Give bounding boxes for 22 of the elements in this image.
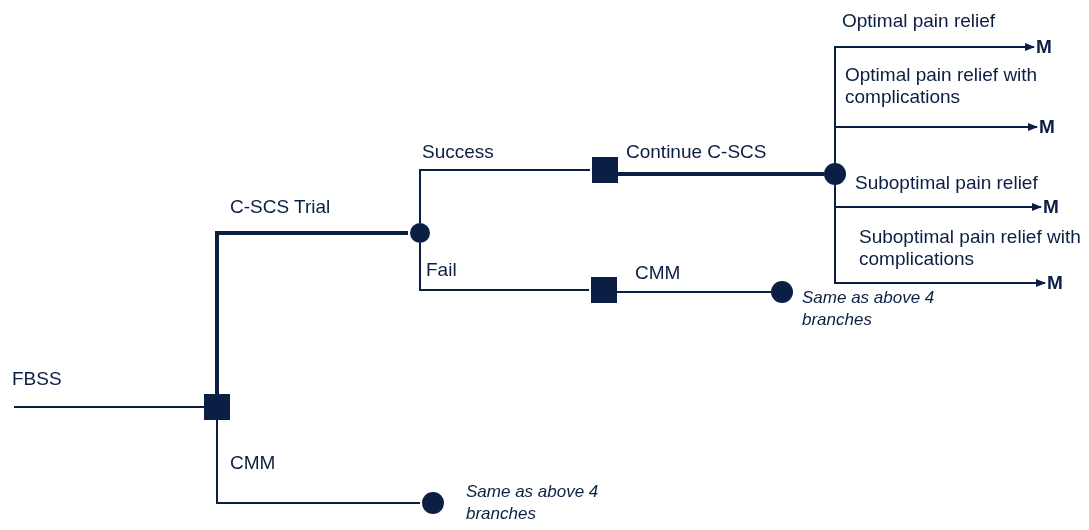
chance-node [771, 281, 793, 303]
terminal-marker: M [1047, 273, 1063, 293]
node-note: Same as above 4 branches [802, 287, 936, 331]
terminal-marker: M [1036, 37, 1052, 57]
terminal-marker: M [1043, 197, 1059, 217]
branch-line [618, 172, 824, 176]
chance-node [422, 492, 444, 514]
branch-line [216, 419, 421, 504]
branch-line [419, 242, 590, 291]
arrow [834, 123, 1038, 164]
decision-node [204, 394, 230, 420]
chance-node [824, 163, 846, 185]
branch-line [13, 406, 205, 408]
terminal-marker: M [1039, 117, 1055, 137]
branch-line [616, 291, 772, 293]
decision-node [591, 277, 617, 303]
decision-node [592, 157, 618, 183]
arrow [834, 184, 1046, 287]
branch-line [215, 231, 408, 394]
node-note: Same as above 4 branches [466, 481, 600, 525]
chance-node [410, 223, 430, 243]
branch-line [419, 169, 591, 224]
